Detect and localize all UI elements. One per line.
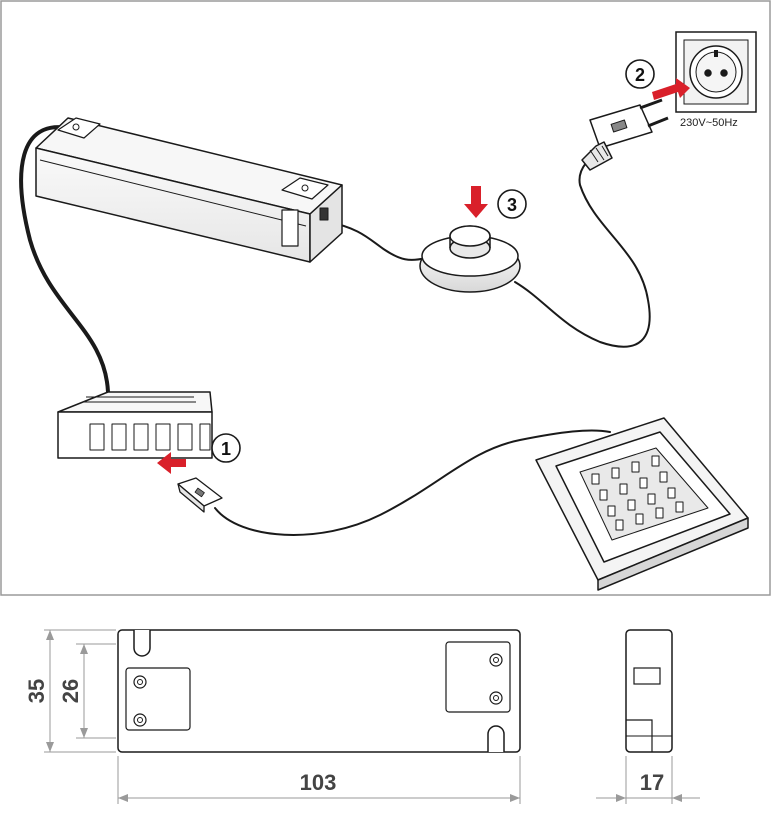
driver-to-distributor-cable [19, 125, 110, 394]
driver-side-view [625, 629, 673, 753]
dimension-height-inner: 26 [58, 679, 83, 703]
dimension-length: 103 [300, 770, 337, 795]
driver-to-switch-cable [327, 221, 426, 261]
voltage-label: 230V~50Hz [680, 117, 738, 129]
step-badge-2: 2 [625, 59, 655, 89]
arrow-step-1 [157, 452, 186, 474]
dimension-arrowheads [46, 630, 682, 802]
dimension-height-outer: 35 [24, 679, 49, 703]
step-badge-3: 3 [497, 189, 527, 219]
led-driver [35, 117, 343, 263]
arrow-step-3 [464, 186, 488, 218]
mains-plug [581, 98, 669, 171]
step-badge-1: 1 [211, 433, 241, 463]
dimension-lines [44, 629, 700, 804]
driver-top-view [117, 629, 521, 753]
svg-text:2: 2 [635, 65, 645, 85]
svg-text:3: 3 [507, 195, 517, 215]
svg-text:1: 1 [221, 439, 231, 459]
distributor-block [57, 391, 213, 459]
led-grid [591, 455, 684, 531]
switch-to-plug-cable [514, 162, 651, 348]
cables [19, 125, 651, 536]
wall-socket [675, 31, 757, 113]
arrow-step-2 [652, 78, 690, 100]
dimension-depth: 17 [640, 770, 664, 795]
connector-to-lamp-cable [214, 429, 611, 536]
foot-switch [419, 225, 521, 293]
connector-plug [177, 477, 223, 513]
led-panel-lamp [535, 417, 749, 591]
